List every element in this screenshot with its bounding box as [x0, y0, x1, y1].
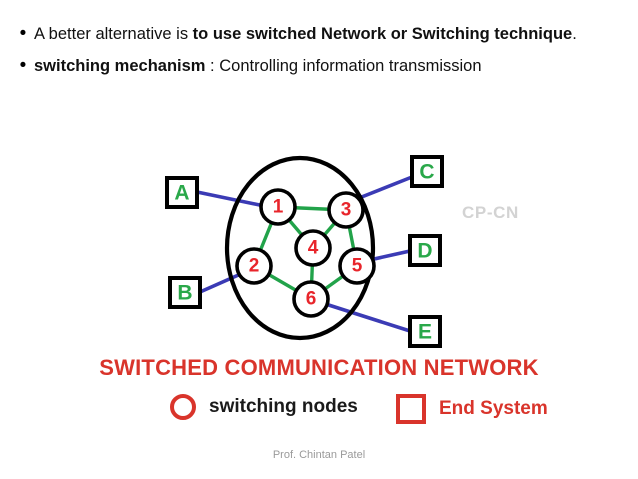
- end-system-layer: A B C D E: [165, 155, 444, 348]
- switching-node-circle: [235, 247, 273, 285]
- legend: switching nodes End System: [0, 394, 638, 438]
- network-diagram-svg: 1 2 3 4 5 6 A B C D E: [165, 155, 444, 348]
- switching-node-2[interactable]: 2: [235, 247, 273, 285]
- switching-node-label: 4: [308, 238, 319, 259]
- end-system-B[interactable]: B: [168, 276, 202, 309]
- access-link-E-to-node-6: [311, 298, 412, 333]
- switching-node-label: 1: [273, 197, 284, 218]
- end-system-box: [410, 155, 444, 188]
- end-system-D[interactable]: D: [408, 234, 442, 267]
- switching-node-4[interactable]: 4: [294, 229, 332, 267]
- switching-node-layer: 1 2 3 4 5 6: [235, 188, 376, 318]
- bullet-segment-bold: to use switched Network or Switching tec…: [192, 25, 573, 43]
- diagram-title: SWITCHED COMMUNICATION NETWORK: [99, 355, 539, 380]
- switching-node-6[interactable]: 6: [292, 280, 330, 318]
- bullet-item: • A better alternative is to use switche…: [12, 22, 626, 46]
- switching-node-1[interactable]: 1: [259, 188, 297, 226]
- switching-node-label: 2: [249, 256, 260, 277]
- bullet-marker-icon: •: [19, 55, 27, 76]
- end-system-box: [408, 234, 442, 267]
- legend-label: switching nodes: [209, 396, 358, 417]
- bullet-list: • A better alternative is to use switche…: [12, 22, 626, 86]
- switching-node-5[interactable]: 5: [338, 247, 376, 285]
- watermark-label: CP-CN: [462, 203, 519, 222]
- bullet-segment: : Controlling information transmission: [205, 57, 482, 75]
- legend-item-switching-nodes: switching nodes: [170, 394, 358, 420]
- end-system-A[interactable]: A: [165, 176, 199, 209]
- switching-node-circle: [327, 191, 365, 229]
- bullet-segment: .: [572, 25, 577, 43]
- end-system-C[interactable]: C: [410, 155, 444, 188]
- switching-node-label: 3: [341, 200, 352, 221]
- bullet-item: • switching mechanism : Controlling info…: [12, 54, 626, 78]
- end-system-label: D: [417, 240, 432, 263]
- end-system-label: C: [419, 161, 434, 184]
- switching-node-circle: [294, 229, 332, 267]
- switching-node-circle: [338, 247, 376, 285]
- end-system-box: [408, 315, 442, 348]
- cloud-boundary: [224, 155, 376, 341]
- end-system-label: E: [418, 321, 432, 344]
- end-system-box: [165, 176, 199, 209]
- network-diagram: 1 2 3 4 5 6 A B C D E CP-CN: [0, 130, 638, 390]
- bullet-text: A better alternative is to use switched …: [34, 22, 626, 46]
- bullet-text: switching mechanism : Controlling inform…: [34, 54, 626, 78]
- bullet-segment-bold: switching mechanism: [34, 57, 206, 75]
- legend-label: End System: [439, 398, 548, 419]
- end-system-label: B: [177, 282, 192, 305]
- switching-node-circle: [292, 280, 330, 318]
- switching-node-circle: [259, 188, 297, 226]
- end-system-E[interactable]: E: [408, 315, 442, 348]
- cloud-boundary-layer: [224, 155, 376, 341]
- legend-item-end-system: End System: [396, 394, 548, 424]
- bullet-marker-icon: •: [19, 23, 27, 44]
- bullet-segment: A better alternative is: [34, 25, 193, 43]
- end-system-box: [168, 276, 202, 309]
- end-system-label: A: [174, 182, 189, 205]
- switching-node-3[interactable]: 3: [327, 191, 365, 229]
- switching-node-label: 5: [352, 256, 363, 277]
- circle-icon: [170, 394, 196, 420]
- switching-node-label: 6: [306, 289, 317, 310]
- footer-credit: Prof. Chintan Patel: [272, 449, 366, 461]
- square-icon: [396, 394, 426, 424]
